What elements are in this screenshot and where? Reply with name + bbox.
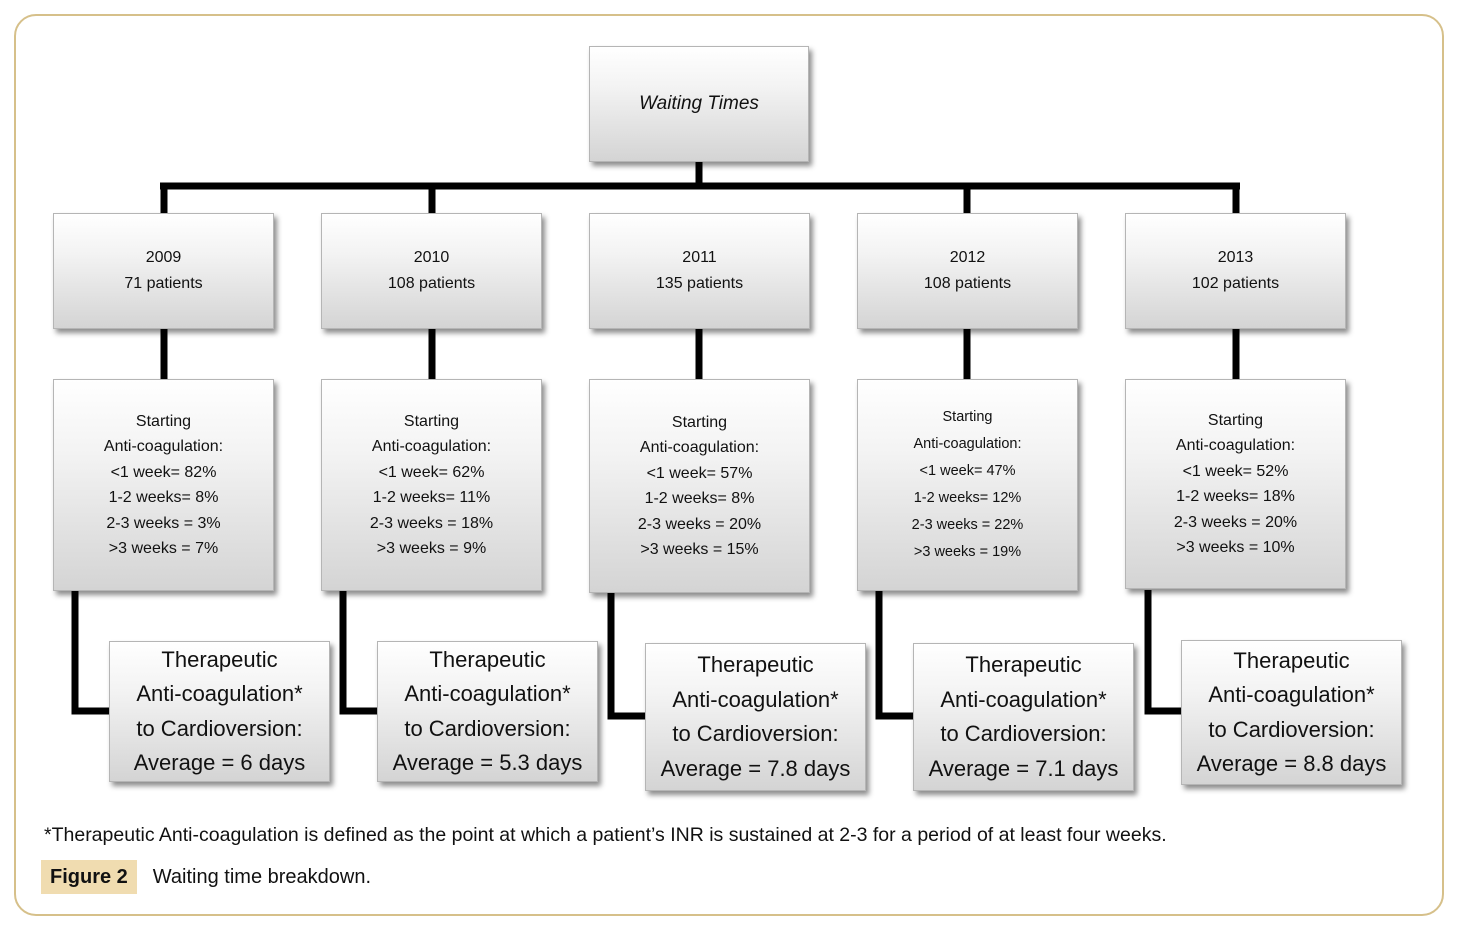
starting-line: 2-3 weeks = 3% xyxy=(106,514,221,532)
starting-line: 1-2 weeks= 8% xyxy=(644,490,755,507)
year-label: 2010 xyxy=(413,249,450,266)
starting-box-2012: Starting Anti-coagulation: <1 week= 47% … xyxy=(857,379,1078,591)
figure-title: Waiting time breakdown. xyxy=(152,865,372,888)
patient-count: 71 patients xyxy=(124,275,203,292)
therapeutic-average: Average = 8.8 days xyxy=(1196,751,1387,776)
starting-line: 2-3 weeks = 20% xyxy=(637,515,762,533)
starting-line: Starting xyxy=(135,412,192,430)
therapeutic-box-2010: Therapeutic Anti-coagulation* to Cardiov… xyxy=(377,641,598,782)
starting-line: <1 week= 82% xyxy=(110,463,217,481)
starting-line: 2-3 weeks = 18% xyxy=(369,514,494,532)
root-label: Waiting Times xyxy=(639,93,759,114)
starting-line: >3 weeks = 7% xyxy=(108,540,219,557)
therapeutic-line: Anti-coagulation* xyxy=(940,686,1107,712)
therapeutic-box-2011: Therapeutic Anti-coagulation* to Cardiov… xyxy=(645,643,866,791)
starting-line: 1-2 weeks= 11% xyxy=(372,489,491,506)
starting-line: >3 weeks = 10% xyxy=(1176,539,1295,556)
therapeutic-average: Average = 5.3 days xyxy=(392,750,583,775)
starting-line: Starting xyxy=(403,412,460,430)
year-label: 2009 xyxy=(145,249,182,266)
patient-count: 108 patients xyxy=(387,275,476,292)
therapeutic-line: Anti-coagulation* xyxy=(136,681,303,706)
starting-box-2010: Starting Anti-coagulation: <1 week= 62% … xyxy=(321,379,542,591)
starting-line: 1-2 weeks= 8% xyxy=(108,489,219,506)
figure-label: Figure 2 xyxy=(41,860,137,894)
starting-line: Starting xyxy=(942,409,993,425)
year-label: 2013 xyxy=(1217,249,1254,266)
patient-count: 108 patients xyxy=(923,275,1012,292)
year-box-2011: 2011 135 patients xyxy=(589,213,810,329)
starting-line: 2-3 weeks = 20% xyxy=(1173,513,1298,531)
starting-line: >3 weeks = 19% xyxy=(913,544,1022,560)
starting-box-2009: Starting Anti-coagulation: <1 week= 82% … xyxy=(53,379,274,591)
therapeutic-line: to Cardioversion: xyxy=(940,721,1107,746)
link-2009-start-thera xyxy=(71,590,111,715)
year-box-2010: 2010 108 patients xyxy=(321,213,542,329)
starting-line: <1 week= 52% xyxy=(1182,462,1289,480)
starting-box-2011: Starting Anti-coagulation: <1 week= 57% … xyxy=(589,379,810,593)
starting-line: Starting xyxy=(1207,411,1264,429)
link-2013-start-thera xyxy=(1144,590,1184,715)
footnote: *Therapeutic Anti-coagulation is defined… xyxy=(44,824,1167,846)
starting-line: <1 week= 62% xyxy=(378,463,485,481)
starting-line: <1 week= 57% xyxy=(646,464,753,482)
starting-line: Anti-coagulation: xyxy=(371,438,492,455)
starting-line: Anti-coagulation: xyxy=(1175,437,1296,454)
patient-count: 102 patients xyxy=(1191,275,1280,292)
therapeutic-box-2009: Therapeutic Anti-coagulation* to Cardiov… xyxy=(109,641,330,782)
therapeutic-line: to Cardioversion: xyxy=(1208,716,1375,742)
starting-line: >3 weeks = 15% xyxy=(640,541,759,558)
starting-line: Anti-coagulation: xyxy=(639,439,760,456)
therapeutic-line: Therapeutic xyxy=(965,652,1082,677)
figure-caption: Figure 2 Waiting time breakdown. xyxy=(41,860,371,894)
link-2012-start-thera xyxy=(875,590,915,720)
therapeutic-box-2012: Therapeutic Anti-coagulation* to Cardiov… xyxy=(913,643,1134,791)
starting-box-2013: Starting Anti-coagulation: <1 week= 52% … xyxy=(1125,379,1346,589)
therapeutic-average: Average = 7.8 days xyxy=(660,755,851,781)
therapeutic-line: Anti-coagulation* xyxy=(1208,682,1375,707)
therapeutic-average: Average = 6 days xyxy=(133,750,306,775)
therapeutic-average: Average = 7.1 days xyxy=(928,755,1119,781)
starting-line: 1-2 weeks= 18% xyxy=(1176,488,1295,505)
therapeutic-line: Anti-coagulation* xyxy=(404,681,571,706)
patient-count: 135 patients xyxy=(655,275,744,292)
therapeutic-line: to Cardioversion: xyxy=(672,721,839,746)
therapeutic-box-2013: Therapeutic Anti-coagulation* to Cardiov… xyxy=(1181,640,1402,785)
year-box-2013: 2013 102 patients xyxy=(1125,213,1346,329)
therapeutic-line: to Cardioversion: xyxy=(136,715,303,741)
year-box-2009: 2009 71 patients xyxy=(53,213,274,329)
therapeutic-line: Therapeutic xyxy=(1233,647,1350,673)
therapeutic-line: Anti-coagulation* xyxy=(672,686,839,712)
therapeutic-line: Therapeutic xyxy=(429,646,546,672)
starting-line: Anti-coagulation: xyxy=(103,438,224,455)
therapeutic-line: to Cardioversion: xyxy=(404,715,571,741)
starting-line: 1-2 weeks= 12% xyxy=(913,490,1022,506)
starting-line: Anti-coagulation: xyxy=(913,436,1022,452)
root-node: Waiting Times xyxy=(589,46,809,162)
year-label: 2012 xyxy=(949,249,986,266)
starting-line: <1 week= 47% xyxy=(919,463,1016,479)
link-2010-start-thera xyxy=(339,590,379,715)
link-2011-start-thera xyxy=(607,590,647,720)
starting-line: 2-3 weeks = 22% xyxy=(911,517,1024,533)
year-label: 2011 xyxy=(682,249,717,266)
starting-line: Starting xyxy=(671,413,728,431)
starting-line: >3 weeks = 9% xyxy=(376,540,487,557)
year-box-2012: 2012 108 patients xyxy=(857,213,1078,329)
therapeutic-line: Therapeutic xyxy=(697,652,814,677)
therapeutic-line: Therapeutic xyxy=(161,646,278,672)
